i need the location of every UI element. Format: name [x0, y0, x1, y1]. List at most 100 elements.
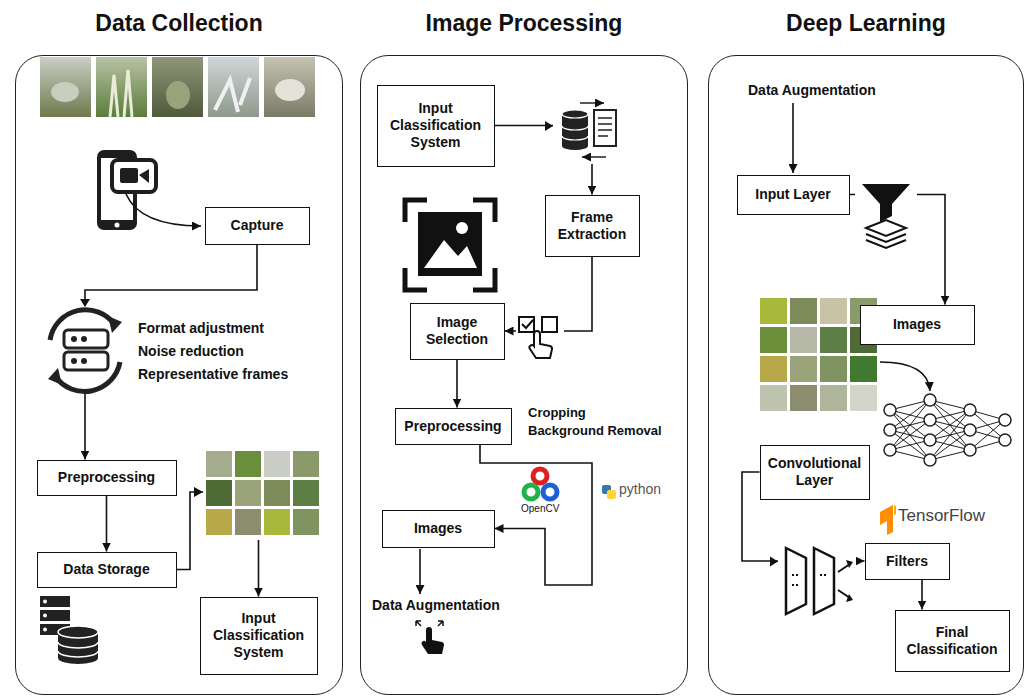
- neural-network-icon: [924, 454, 936, 466]
- annotation-label: Data Augmentation: [748, 82, 876, 99]
- database-document-icon: [562, 114, 588, 150]
- neural-network-icon: [999, 434, 1011, 446]
- connector-arrow: [480, 445, 592, 586]
- opencv-logo: [533, 469, 547, 483]
- database-document-icon: [594, 110, 616, 146]
- annotation-label: TensorFlow: [898, 506, 985, 526]
- thumbnail-grid: [235, 509, 261, 535]
- thumbnail-grid: [206, 480, 232, 506]
- annotation-label: Noise reduction: [138, 343, 244, 360]
- thumbnail-grid: [790, 327, 817, 353]
- swipe-hand-icon: [422, 627, 445, 654]
- processing-icon: [81, 336, 87, 342]
- processing-icon: [38, 299, 134, 392]
- swipe-hand-icon: [416, 621, 443, 626]
- leader-arrow: [419, 549, 421, 594]
- process-box: Filters: [865, 543, 950, 580]
- filter-icon: [792, 575, 828, 585]
- thumbnail-grid: [264, 509, 290, 535]
- funnel-layers-icon: [862, 184, 910, 222]
- process-box: Final Classification: [895, 610, 1010, 672]
- panel-heading: Deep Learning: [699, 10, 1029, 37]
- database-icon: [40, 596, 98, 664]
- filter-icon: [814, 548, 834, 614]
- panel-heading: Image Processing: [351, 10, 697, 37]
- database-document-icon: [545, 98, 625, 164]
- process-box: Frame Extraction: [545, 195, 640, 257]
- thumbnail-grid: [820, 327, 847, 353]
- thumbnail-grid: [790, 385, 817, 411]
- neural-network-icon: [964, 444, 976, 456]
- thumbnail-grid: [293, 480, 319, 506]
- tensorflow-logo: [894, 505, 896, 515]
- process-box: Data Storage: [37, 552, 177, 588]
- thumbnail-grid: [790, 298, 817, 324]
- neural-network-icon: [884, 444, 896, 456]
- connector-arrow: [921, 580, 923, 610]
- thumbnail-grid: [264, 480, 290, 506]
- field-photos: [166, 81, 190, 109]
- neural-network-icon: [884, 404, 896, 416]
- database-icon: [40, 596, 70, 607]
- process-box: Preprocessing: [37, 460, 177, 496]
- selection-hand-icon: [522, 320, 533, 328]
- selection-hand-icon: [530, 331, 553, 358]
- funnel-layers-icon: [855, 176, 917, 250]
- leader-arrow: [880, 362, 930, 391]
- box-label: Input Layer: [744, 186, 843, 203]
- thumbnail-grid: [850, 356, 877, 382]
- box-label: Images: [867, 316, 968, 333]
- selection-hand-icon: [519, 317, 534, 332]
- process-box: Input Classification System: [200, 597, 318, 675]
- box-label: Convolutional Layer: [767, 455, 863, 489]
- opencv-logo: [524, 469, 557, 499]
- processing-icon: [38, 306, 134, 392]
- box-label: Preprocessing: [44, 469, 170, 486]
- field-photos: [152, 57, 203, 117]
- box-label: Frame Extraction: [552, 209, 633, 243]
- selection-hand-icon: [516, 314, 564, 364]
- box-label: Image Selection: [417, 314, 498, 348]
- filter-icon: [770, 557, 778, 567]
- thumbnail-grid: [760, 385, 787, 411]
- tensorflow-logo: [880, 505, 893, 535]
- annotation-label: Format adjustment: [138, 320, 264, 337]
- annotation-label: Representative frames: [138, 366, 288, 383]
- processing-icon: [48, 368, 62, 385]
- processing-icon: [80, 299, 90, 307]
- field-photos: [51, 82, 79, 102]
- neural-network-icon: [924, 414, 936, 426]
- box-label: Preprocessing: [402, 418, 505, 435]
- database-icon: [58, 642, 98, 657]
- neural-network-icon: [964, 404, 976, 416]
- process-box: Input Classification System: [377, 85, 495, 167]
- database-icon: [40, 610, 70, 621]
- box-label: Input Classification System: [207, 610, 311, 660]
- annotation-label: Data Augmentation: [372, 597, 500, 614]
- funnel-layers-icon: [866, 240, 906, 248]
- neural-network-icon: [884, 424, 896, 436]
- thumbnail-grid: [206, 509, 232, 535]
- field-photos: [275, 79, 305, 101]
- filter-icon: [770, 542, 856, 614]
- image-icon: [424, 240, 477, 268]
- image-icon: [456, 222, 468, 234]
- image-icon: [405, 200, 495, 290]
- thumbnail-grid: [206, 451, 232, 477]
- neural-network-icon: [999, 414, 1011, 426]
- tensorflow-logo: [880, 505, 896, 535]
- field-photos: [40, 57, 91, 117]
- phone-camera-icon: [120, 168, 138, 183]
- stage-panel: Deep LearningInput LayerImagesConvolutio…: [708, 55, 1024, 695]
- filter-icon: [778, 542, 856, 614]
- image-icon: [405, 200, 495, 290]
- annotation-label: OpenCV: [521, 503, 559, 515]
- opencv-logo: [543, 485, 557, 499]
- thumbnail-grid: [760, 298, 787, 324]
- selection-hand-icon: [542, 317, 557, 332]
- phone-camera-icon: [139, 169, 149, 183]
- neural-network-icon: [924, 434, 936, 446]
- swipe-hand-icon: [416, 621, 444, 654]
- thumbnail-grid: [264, 451, 290, 477]
- thumbnail-grid: [760, 356, 787, 382]
